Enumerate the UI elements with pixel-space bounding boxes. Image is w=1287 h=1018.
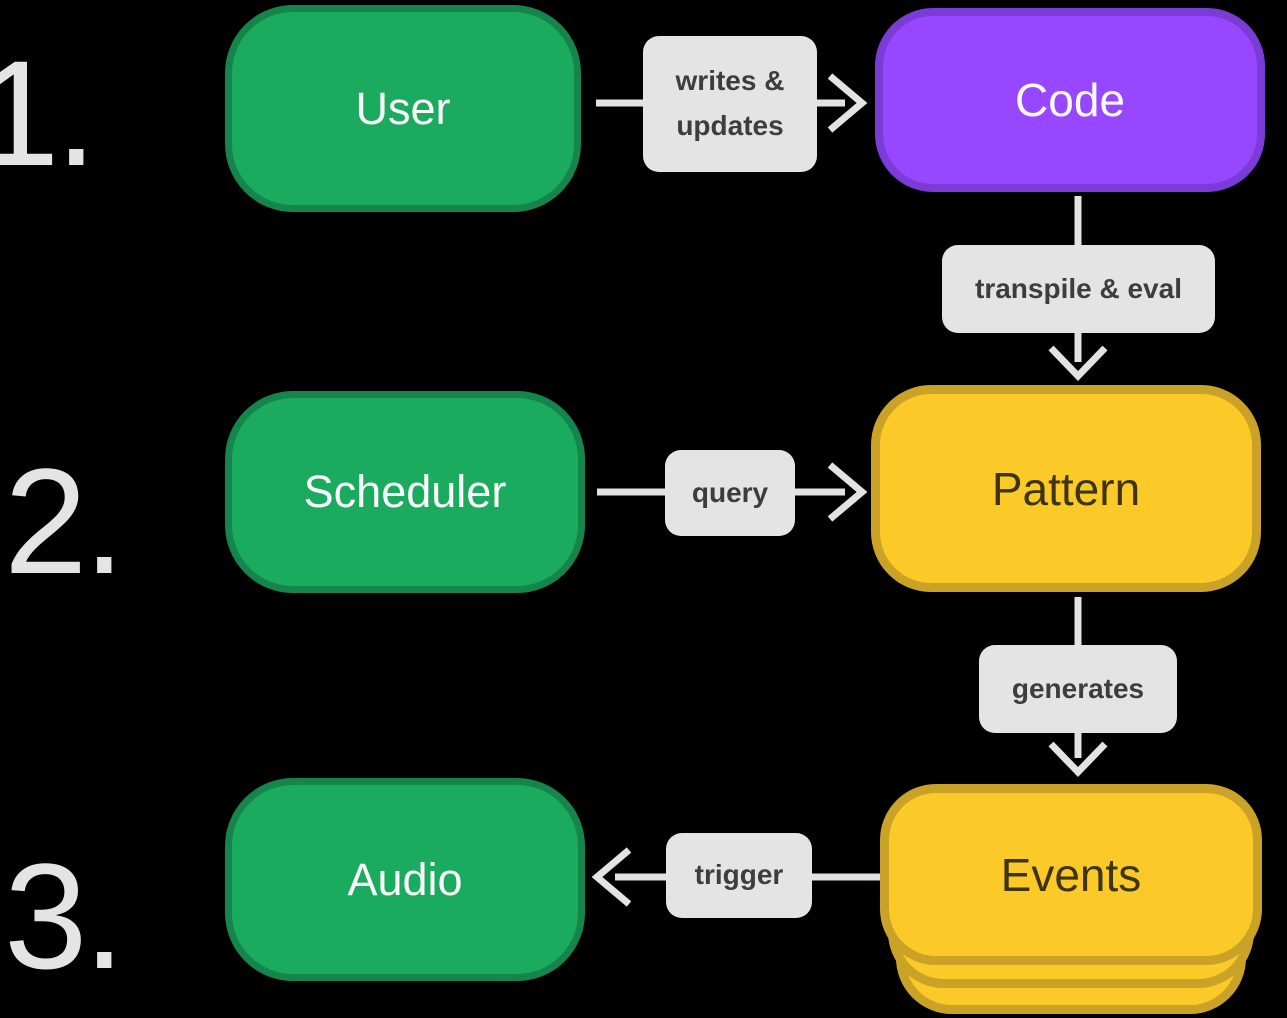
node-pattern: Pattern — [871, 385, 1261, 592]
node-events-label: Events — [1000, 848, 1142, 901]
node-scheduler: Scheduler — [225, 391, 585, 593]
edge-events-audio-arrowhead-icon — [591, 847, 632, 907]
node-audio: Audio — [225, 778, 585, 981]
step-number-2: 2. — [4, 437, 125, 605]
edge-label-generates: generates — [979, 645, 1177, 733]
edge-scheduler-pattern-arrowhead-icon — [827, 462, 868, 522]
edge-label-query: query — [665, 450, 795, 536]
node-pattern-label: Pattern — [991, 462, 1141, 515]
node-user-label: User — [355, 82, 451, 134]
node-events: Events — [880, 784, 1262, 965]
step-number-1: 1. — [0, 29, 97, 197]
edge-label-trigger: trigger — [666, 833, 812, 918]
node-scheduler-label: Scheduler — [303, 466, 507, 517]
node-code-label: Code — [1015, 74, 1125, 126]
step-number-3: 3. — [4, 832, 125, 1000]
edge-pattern-events-arrowhead-icon — [1048, 741, 1108, 778]
edge-code-pattern-arrowhead-icon — [1048, 345, 1108, 382]
node-user: User — [225, 5, 581, 212]
node-audio-label: Audio — [347, 853, 463, 905]
edge-user-code-arrowhead-icon — [827, 73, 868, 133]
edge-label-transpile-eval: transpile & eval — [942, 245, 1215, 333]
edge-label-writes-updates: writes & updates — [643, 36, 817, 172]
node-code: Code — [875, 8, 1265, 192]
